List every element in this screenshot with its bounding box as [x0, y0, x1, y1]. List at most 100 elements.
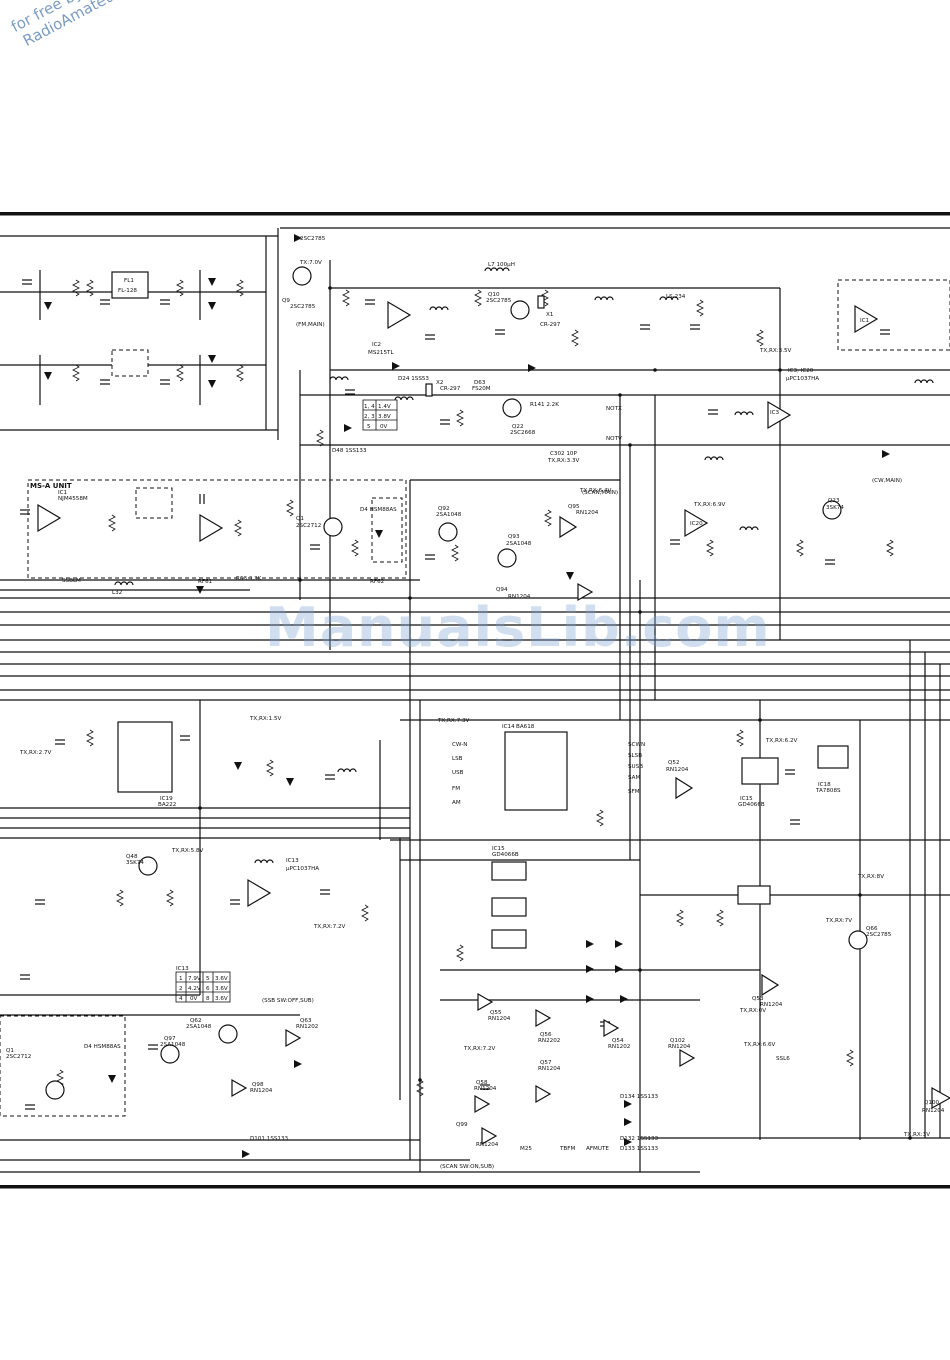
ic13-table-r2-c3: 6: [206, 986, 210, 992]
label-fl1: FL1: [124, 278, 134, 284]
label-q54-type: RN1202: [608, 1044, 630, 1050]
label-txrx-72: TX,RX:7.2V: [313, 924, 346, 930]
label-ic19-type: BA222: [158, 802, 176, 808]
ic2-table-r2-c2: 3.8V: [378, 414, 391, 420]
label-q53: Q53: [752, 996, 764, 1002]
ic13-table-r2-c1: 2: [179, 986, 183, 992]
crystals: [425, 295, 545, 397]
filter-fl1-block: [0, 270, 266, 405]
label-q62: Q62: [190, 1018, 202, 1024]
ic2-table-r3-c2: 0V: [380, 424, 388, 430]
label-afmute: AFMUTE: [586, 1146, 609, 1152]
label-q1b: Q1: [6, 1048, 14, 1054]
label-ic14: IC14: [502, 724, 515, 730]
label-ssb-sw: (SSB SW:OFF,SUB): [262, 998, 314, 1004]
label-q56: Q56: [540, 1032, 552, 1038]
label-q23: Q23: [828, 498, 840, 504]
label-q93-type: 2SA1048: [506, 541, 532, 547]
label-ic15: IC15: [740, 796, 753, 802]
label-txrx-8: TX,RX:8V: [857, 874, 884, 880]
ic13-voltage-table: IC13 1 7.9V 5 3.6V 2 4.2V 6 3.6V 4 0V 8 …: [175, 966, 231, 1003]
label-notv: NOTV: [606, 436, 622, 442]
frame-top-rule: [0, 212, 950, 216]
watermark-center: ManualsLib.com: [265, 596, 771, 659]
label-txrx-3: TX,RX:3V: [903, 1132, 930, 1138]
label-ic20: IC20: [690, 521, 703, 527]
label-ic19: IC19: [160, 796, 173, 802]
ic13-table-r3-c1: 4: [179, 996, 183, 1002]
label-d48: D48 1SS133: [332, 448, 367, 454]
label-l32: L32: [112, 590, 122, 596]
label-txrx-66: TX,RX:6.6V: [743, 1042, 776, 1048]
label-cwn: CW-N: [452, 742, 467, 748]
label-ic14-type: BA618: [516, 724, 535, 730]
label-notx: NOTX: [606, 406, 622, 412]
dashed-boxes: [0, 279, 950, 1117]
vertical-trunks: [199, 228, 941, 1172]
label-q58: Q58: [476, 1080, 488, 1086]
label-q55: Q55: [490, 1010, 502, 1016]
label-ssb-lm: SSBLM: [62, 578, 81, 584]
label-d63: D63: [474, 380, 486, 386]
label-ic3-ic20: IC3, IC20: [788, 368, 814, 374]
label-r141: R141 2.2K: [530, 402, 559, 408]
label-txrx-7: TX,RX:7V: [825, 918, 852, 924]
label-q100-type: RN1204: [922, 1108, 945, 1114]
label-susb: SUSB: [628, 764, 643, 770]
label-rf61: RF61: [198, 579, 213, 585]
label-q54: Q54: [612, 1038, 624, 1044]
ic13-table-title: IC13: [176, 966, 189, 972]
label-d24: D24 1SS53: [398, 376, 429, 382]
inductors: [114, 267, 934, 864]
label-sam: SAM: [628, 775, 640, 781]
label-d101: D101 1SS133: [250, 1136, 289, 1142]
label-fl1-type: FL-128: [118, 288, 137, 294]
label-txrx-15: TX,RX:1.5V: [249, 716, 282, 722]
label-r63: R63 3.3K: [236, 576, 262, 582]
label-txrx-35: TX,RX:3.5V: [759, 348, 792, 354]
label-q57-type: RN1204: [538, 1066, 561, 1072]
label-txrx-72b: TX,RX:7.2V: [463, 1046, 496, 1052]
label-q57: Q57: [540, 1060, 552, 1066]
label-q1b-type: 2SC2712: [6, 1054, 31, 1060]
label-m25: M25: [520, 1146, 532, 1152]
label-q9-v: TX:7.0V: [299, 260, 322, 266]
label-q63: Q63: [300, 1018, 312, 1024]
label-q48: Q48: [126, 854, 138, 860]
ic-blocks: [117, 721, 849, 949]
label-q1: Q1: [296, 516, 304, 522]
label-q53-type: RN1204: [760, 1002, 783, 1008]
label-q22-type: 2SC2668: [510, 430, 536, 436]
label-q95-type: RN1204: [576, 510, 599, 516]
label-x1: X1: [546, 312, 554, 318]
label-ic13-type: µPC1037HA: [286, 866, 319, 872]
label-txrx-58: TX,RX:5.8V: [171, 848, 204, 854]
label-ic18-type: TA7808S: [815, 788, 841, 794]
label-ms-unit: MS-A UNIT: [30, 482, 72, 490]
ic2-table-r3-c1: 5: [367, 424, 371, 430]
label-l10-type: LS-234: [666, 294, 686, 300]
label-q92: Q92: [438, 506, 450, 512]
ic13-table-r2-c4: 3.6V: [215, 986, 228, 992]
label-q23-type: 3SK74: [826, 505, 844, 511]
label-slsb: SLSB: [628, 753, 642, 759]
label-q99: Q99: [456, 1122, 468, 1128]
ic13-table-r3-c2: 0V: [190, 996, 198, 1002]
label-cw-main: (CW,MAIN): [872, 478, 902, 484]
label-x1-type: CR-297: [540, 322, 561, 328]
ic13-table-r2-c2: 4.2V: [188, 986, 201, 992]
label-txrx-27: TX,RX:2.7V: [19, 750, 52, 756]
label-txrx-62: TX,RX:6.2V: [765, 738, 798, 744]
label-sfm: SFM: [628, 789, 640, 795]
label-d134: D134 1SS133: [620, 1094, 659, 1100]
ic13-table-r3-c3: 8: [206, 996, 210, 1002]
label-d63-type: FS20M: [472, 386, 491, 392]
ic2-table-r2-c1: 2, 3: [364, 414, 375, 420]
amplifiers: [37, 300, 950, 1146]
label-fm: FM: [452, 786, 460, 792]
label-ssl6: SSL6: [776, 1056, 790, 1062]
label-q22: Q22: [512, 424, 524, 430]
label-q98: Q98: [252, 1082, 264, 1088]
label-q97-type: 2SA1048: [160, 1042, 186, 1048]
label-q55-type: RN1204: [488, 1016, 511, 1022]
